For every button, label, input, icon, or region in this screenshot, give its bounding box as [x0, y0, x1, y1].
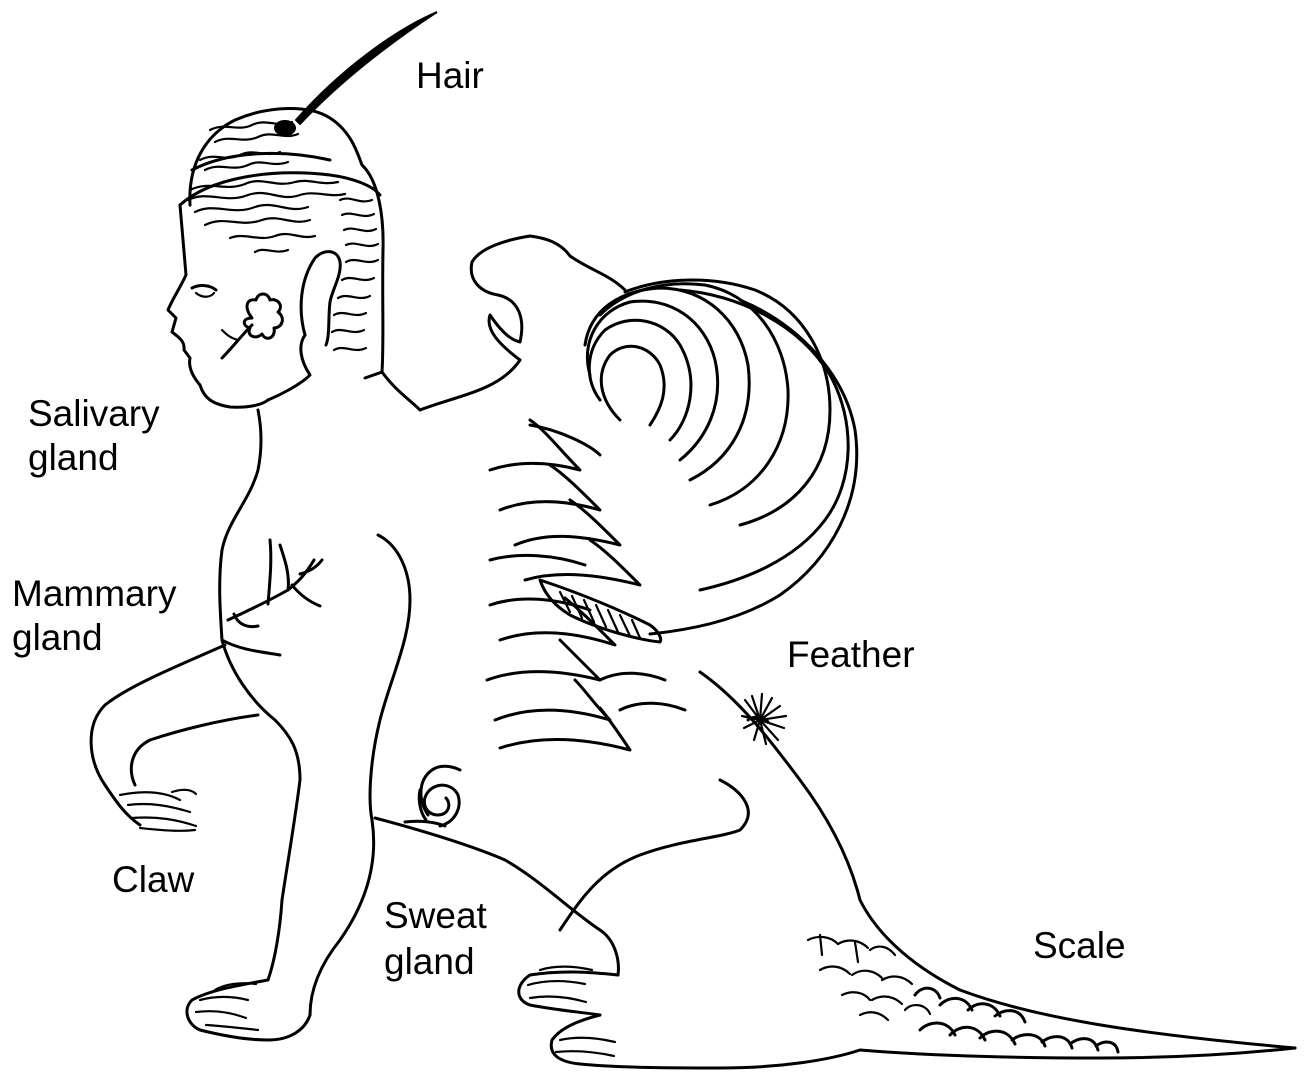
label-mammary-gland-line2: gland: [12, 616, 103, 660]
sphinx-head: [168, 12, 437, 407]
label-sweat-gland-line2: gland: [384, 940, 475, 984]
salivary-gland-glyph: [222, 294, 282, 358]
sweat-gland-glyph: [405, 766, 460, 826]
label-sweat-gland-line1: Sweat: [384, 894, 487, 938]
label-claw: Claw: [112, 858, 194, 902]
mammary-gland-glyph: [228, 540, 322, 627]
label-salivary-gland-line1: Salivary: [28, 392, 160, 436]
label-hair: Hair: [416, 54, 484, 98]
label-feather: Feather: [787, 633, 915, 677]
label-salivary-gland-line2: gland: [28, 436, 119, 480]
feather-glyph: [742, 694, 786, 744]
label-mammary-gland-line1: Mammary: [12, 572, 176, 616]
label-scale: Scale: [1033, 924, 1126, 968]
